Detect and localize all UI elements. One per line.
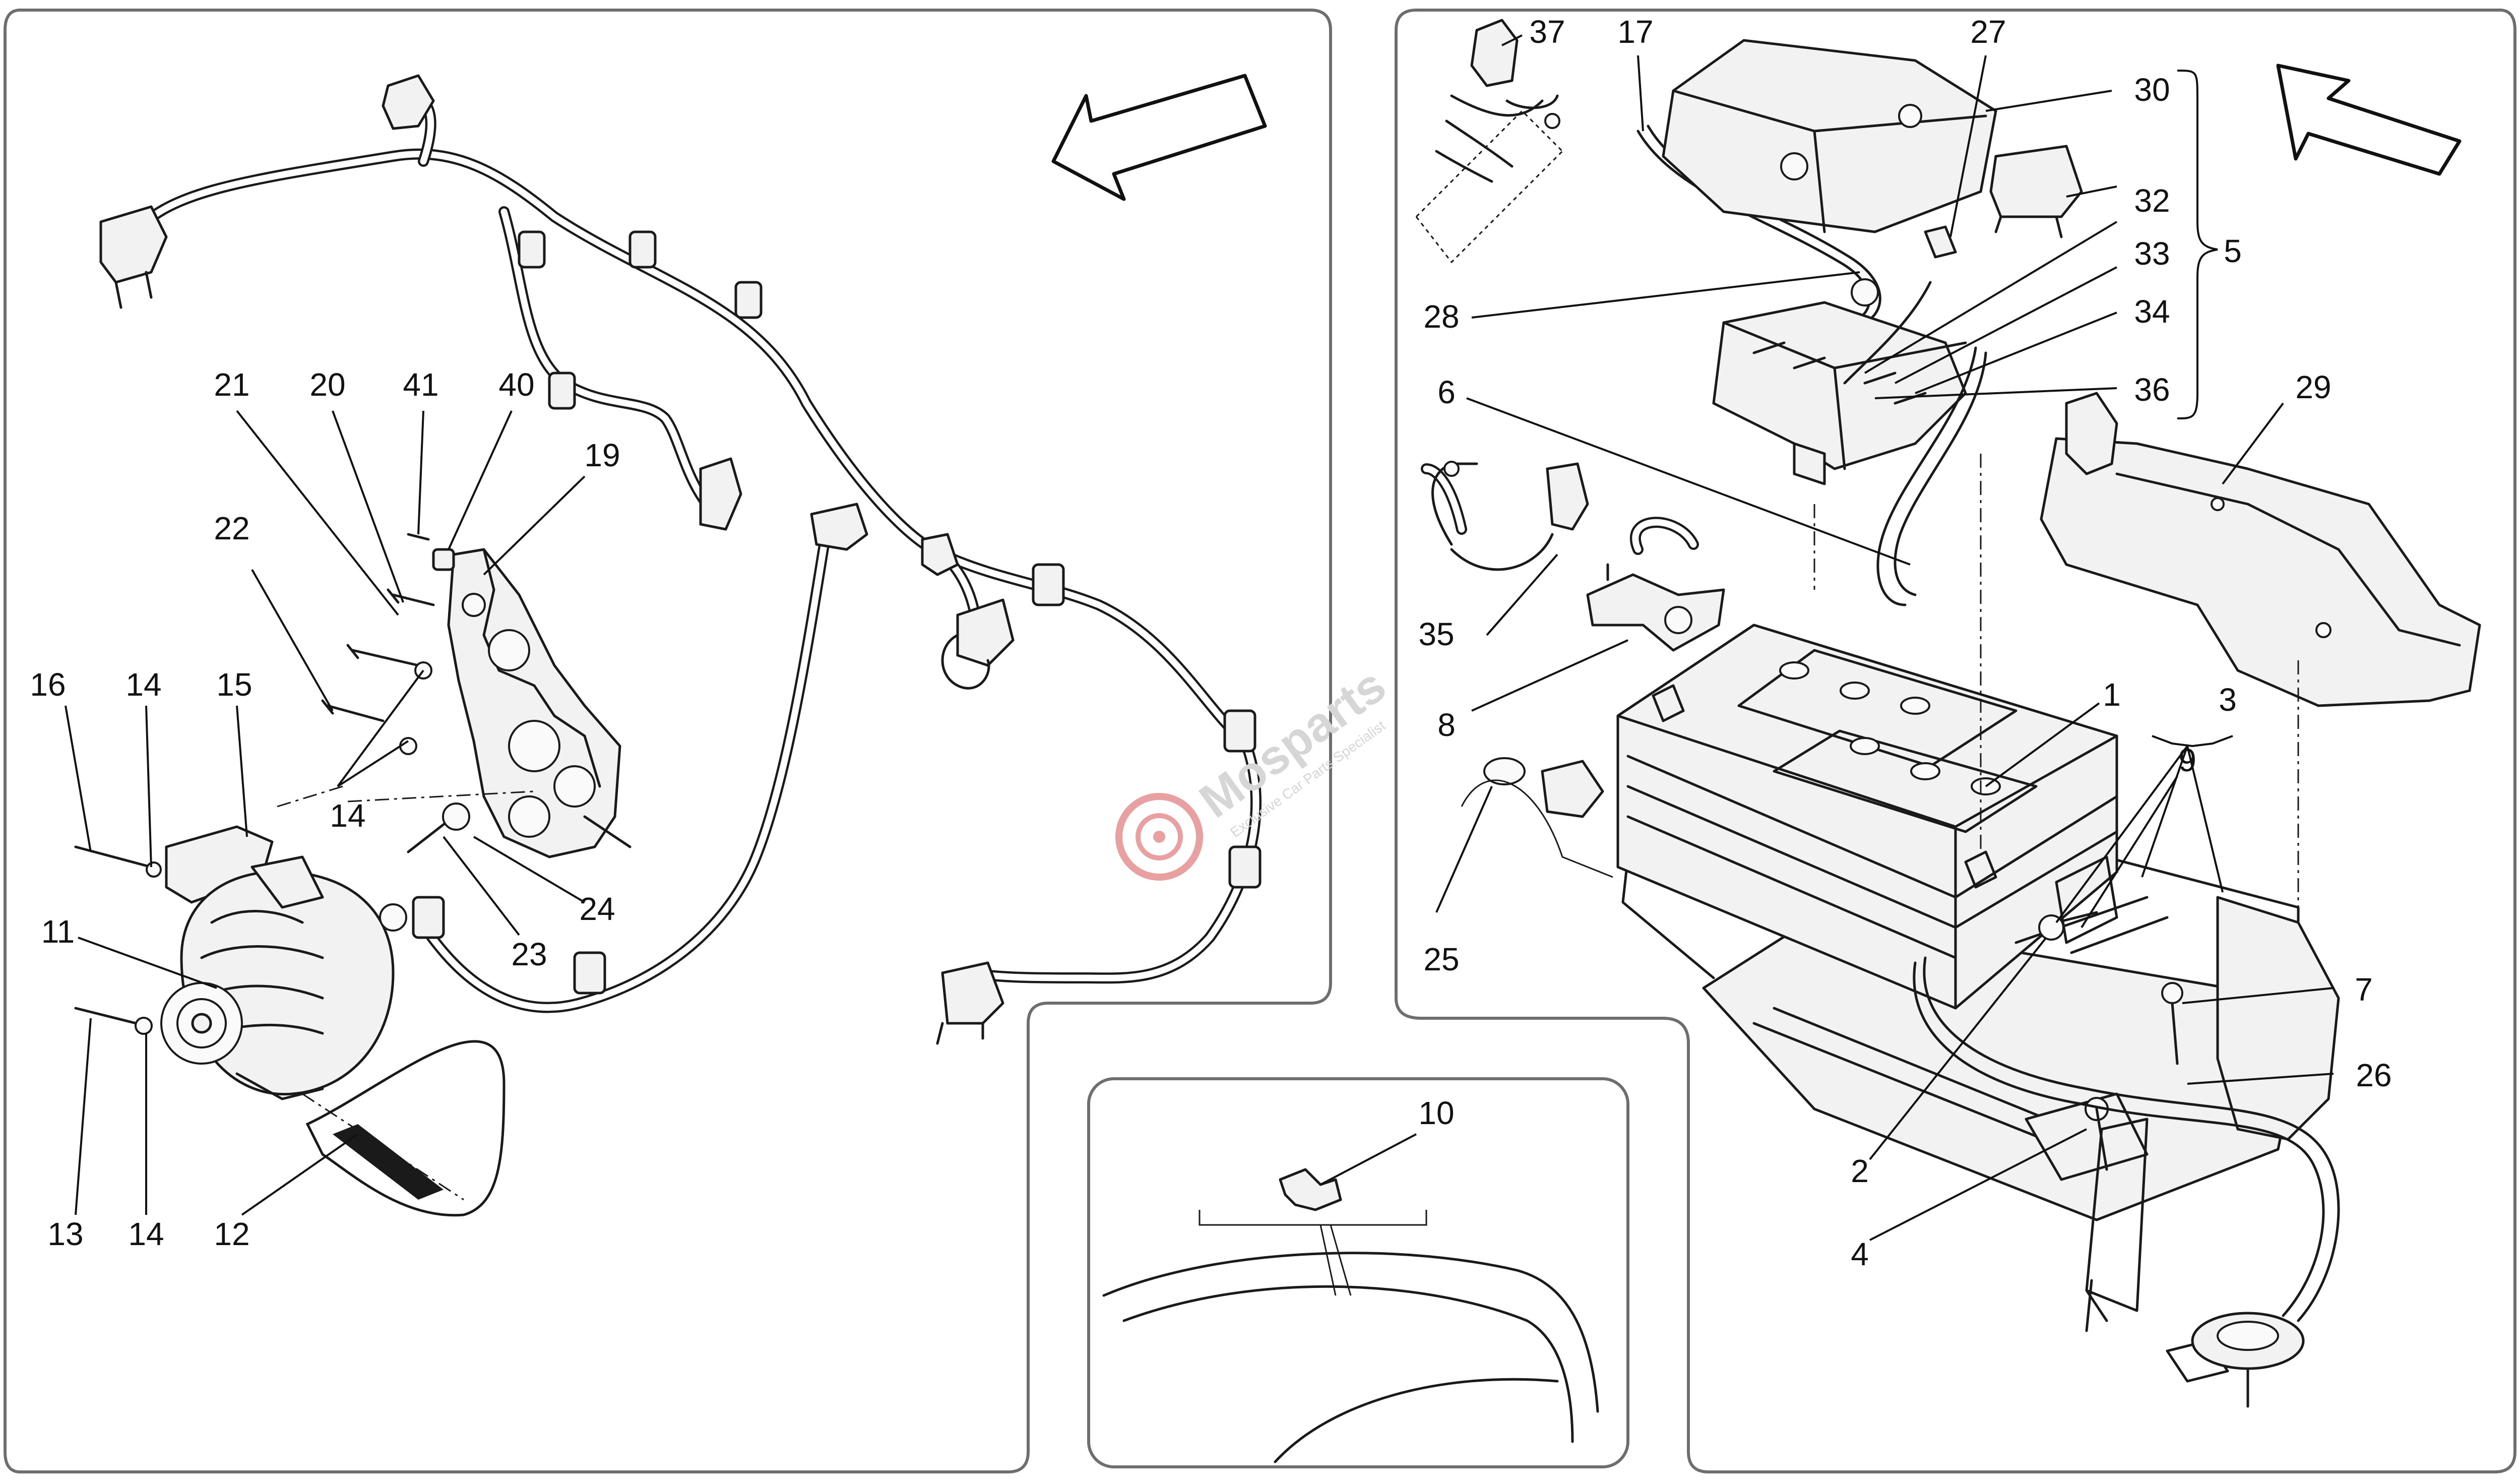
callout-41: 41 [403,366,438,403]
grommet-part-25 [1461,757,1613,878]
harness-connectors-and-clips [99,74,1262,1045]
panel-left-frame [4,9,1332,1473]
callout-8: 8 [1437,707,1456,743]
bolts-20-21-22-40-41 [74,533,470,1035]
callout-leader-lines [65,34,2334,1241]
callout-16: 16 [30,666,66,703]
callout-13: 13 [47,1216,83,1252]
callout-4: 4 [1851,1236,1869,1272]
callout-28: 28 [1423,298,1459,335]
callout-25: 25 [1423,941,1459,977]
callout-37: 37 [1529,14,1565,50]
callout-24: 24 [579,891,615,927]
callout-30: 30 [2134,72,2170,108]
callout-35: 35 [1418,616,1454,652]
callout-36: 36 [2134,372,2170,408]
callout-17: 17 [1617,14,1653,50]
callout-19: 19 [584,437,620,473]
callout-12: 12 [214,1216,249,1252]
vent-hose-part-6 [1913,956,2340,1408]
callout-29: 29 [2295,369,2331,405]
callout-27: 27 [1970,14,2006,50]
callout-23: 23 [511,936,547,972]
callout-26: 26 [2356,1057,2391,1093]
battery-support-bracket-part-29 [2040,392,2481,707]
callout-34: 34 [2134,293,2170,330]
panel-center-inset [1087,1077,1629,1468]
callout-numbers-center: 10 [1418,1095,1454,1131]
callout-5: 5 [2224,233,2242,269]
poly-v-belt-part-12 [302,1040,506,1217]
callout-15: 15 [216,666,252,703]
callout-40: 40 [498,366,534,403]
callout-14-upper: 14 [125,666,161,703]
callout-20: 20 [309,366,345,403]
callout-14-middle: 14 [330,797,365,834]
callout-6: 6 [1437,374,1456,410]
callout-21: 21 [214,366,249,403]
callout-32: 32 [2134,182,2170,219]
callout-33: 33 [2134,235,2170,272]
callout-7: 7 [2355,971,2373,1008]
callout-3: 3 [2219,682,2237,718]
callout-numbers-right: 37 17 27 30 32 33 34 36 5 28 6 29 35 8 1… [1418,14,2391,1272]
battery-clamp-and-bolts-2-4-7-9-26 [2014,855,2229,1383]
inset-body-panel-part-10 [1102,1168,1599,1463]
direction-arrow-left-panel-icon [1051,74,1267,201]
callout-11: 11 [41,913,75,950]
callout-2: 2 [1851,1153,1869,1189]
callout-numbers-left: 21 20 41 40 19 22 16 14 15 14 11 13 14 1… [30,366,620,1252]
fuse-box-parts-27-30-32-33-34-36 [1662,39,2083,606]
alternator-part-11 [160,825,407,1100]
battery-part-1 [1616,624,2118,1010]
callout-14-lower: 14 [128,1216,164,1252]
callout-22: 22 [214,510,249,546]
callout-1: 1 [2103,676,2121,713]
callout-10: 10 [1418,1095,1454,1131]
dashed-assembly-guides [277,109,2299,917]
callout-9: 9 [2178,742,2196,778]
cables-and-terminals-8-17-28-35 [1421,19,1881,652]
direction-arrow-right-panel-icon [2276,64,2462,176]
alternator-bracket-part-19 [447,548,632,858]
